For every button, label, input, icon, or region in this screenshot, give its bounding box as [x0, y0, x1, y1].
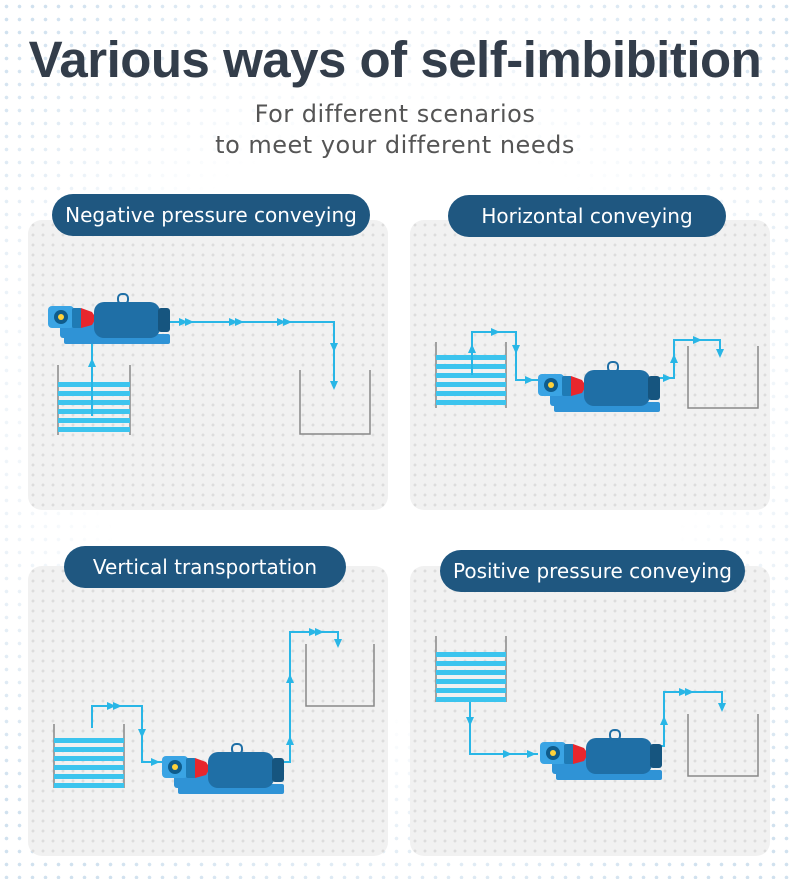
panel-horizontal	[410, 220, 770, 510]
panel-positive-pressure	[410, 566, 770, 856]
empty-tank	[299, 370, 371, 435]
page-subtitle-line1: For different scenarios	[254, 100, 536, 128]
panel-vertical	[28, 566, 388, 856]
flow-pipe	[91, 321, 335, 416]
water-tank	[53, 724, 125, 788]
label-positive-pressure: Positive pressure conveying	[440, 550, 745, 592]
flow-arrows	[107, 628, 342, 766]
label-negative-pressure: Negative pressure conveying	[52, 194, 370, 236]
flow-arrows	[466, 688, 726, 758]
empty-tank	[687, 714, 759, 777]
pump-unit	[540, 729, 662, 780]
flow-arrows	[468, 328, 724, 384]
label-horizontal: Horizontal conveying	[448, 195, 726, 237]
water-tank	[435, 636, 507, 702]
pump-unit	[162, 743, 284, 794]
page-title: Various ways of self-imbibition	[28, 31, 762, 88]
empty-tank	[305, 644, 375, 707]
pump-unit	[538, 361, 660, 412]
panel-negative-pressure	[28, 220, 388, 510]
water-tank	[57, 365, 131, 435]
pump-unit	[48, 293, 170, 344]
empty-tank	[687, 346, 759, 409]
flow-pipe	[91, 631, 339, 763]
label-vertical: Vertical transportation	[64, 546, 346, 588]
flow-arrows	[88, 318, 338, 390]
page-subtitle-line2: to meet your different needs	[215, 131, 575, 159]
